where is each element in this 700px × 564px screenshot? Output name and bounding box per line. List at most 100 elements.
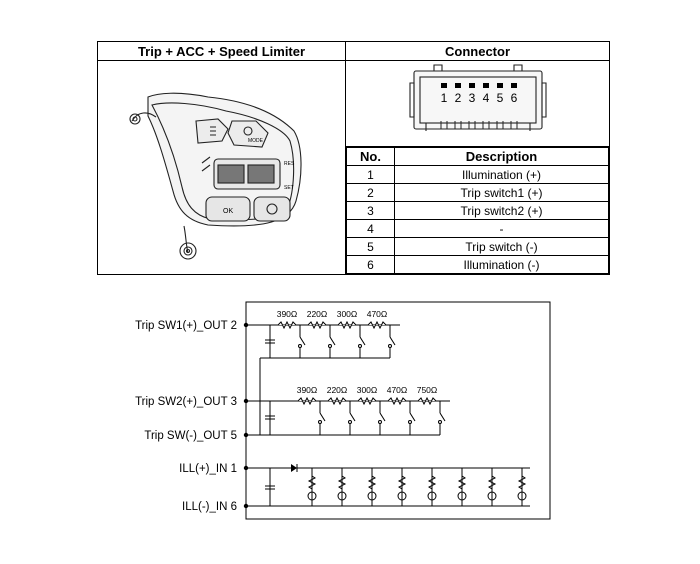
connector-pin-number: 1: [441, 91, 448, 105]
switch: [409, 412, 416, 422]
terminal-label: ILL(-)_IN 6: [182, 501, 237, 513]
switch: [319, 412, 326, 422]
switch-header: Trip + ACC + Speed Limiter: [97, 41, 346, 61]
col-no-header: No.: [346, 147, 395, 166]
connector-pin-marker: [455, 83, 461, 88]
switch: [299, 336, 306, 346]
connector-pin-marker: [511, 83, 517, 88]
connector-table: Trip + ACC + Speed Limiter Connector: [97, 41, 610, 275]
resistor: [337, 320, 357, 330]
led-resistor: [457, 475, 467, 490]
steering-switch-cell: MODE RES SET OK: [97, 60, 346, 275]
resistor: [417, 396, 437, 406]
terminal-dot: [243, 322, 249, 328]
connector-pin-number: 6: [511, 91, 518, 105]
switch: [379, 412, 386, 422]
resistor-value: 220Ω: [307, 309, 328, 319]
connector-pin-marker: [441, 83, 447, 88]
led-resistor: [397, 475, 407, 490]
led-resistor: [307, 475, 317, 490]
resistor-value: 300Ω: [337, 309, 358, 319]
led: [367, 491, 377, 501]
connector-pin-marker: [469, 83, 475, 88]
resistor-value: 470Ω: [387, 385, 408, 395]
pin-no: 4: [346, 219, 395, 238]
pin-no: 3: [346, 201, 395, 220]
led-resistor: [517, 475, 527, 490]
steering-switch-illustration: MODE RES SET OK: [129, 92, 302, 260]
pin-desc: Illumination (-): [394, 255, 609, 274]
resistor: [307, 320, 327, 330]
connector-pin-marker: [483, 83, 489, 88]
pin-no: 1: [346, 165, 395, 184]
led-resistor: [427, 475, 437, 490]
connector-pin-marker: [497, 83, 503, 88]
terminal-label: Trip SW2(+)_OUT 3: [135, 396, 237, 408]
switch: [349, 412, 356, 422]
pin-desc: Trip switch1 (+): [394, 183, 609, 202]
led: [457, 491, 467, 501]
circuit-frame: [245, 301, 551, 520]
switch: [359, 336, 366, 346]
connector-header: Connector: [345, 41, 610, 61]
resistor: [277, 320, 297, 330]
led-resistor: [367, 475, 377, 490]
resistor: [367, 320, 387, 330]
led-resistor: [337, 475, 347, 490]
set-label: SET: [284, 185, 294, 191]
col-desc-header: Description: [394, 147, 609, 166]
led: [487, 491, 497, 501]
connector-pin-number: 2: [455, 91, 462, 105]
resistor-value: 390Ω: [277, 309, 298, 319]
resistor-value: 470Ω: [367, 309, 388, 319]
resistor: [387, 396, 407, 406]
led: [517, 491, 527, 501]
terminal-label: Trip SW1(+)_OUT 2: [135, 320, 237, 332]
circuit-diagram: Trip SW1(+)_OUT 2 Trip SW2(+)_OUT 3 Trip S…: [135, 301, 551, 520]
res-label: RES: [284, 161, 295, 167]
pin-desc: Trip switch (-): [394, 237, 609, 256]
connector-pin-number: 5: [497, 91, 504, 105]
resistor: [357, 396, 377, 406]
terminal-dot: [243, 432, 249, 438]
resistor-value: 390Ω: [297, 385, 318, 395]
diode: [291, 464, 297, 472]
terminal-dot: [243, 503, 249, 509]
pin-desc: -: [394, 219, 609, 238]
pin-no: 2: [346, 183, 395, 202]
terminal-dot: [243, 465, 249, 471]
pin-no: 6: [346, 255, 395, 274]
pin-no: 5: [346, 237, 395, 256]
resistor: [327, 396, 347, 406]
mode-label: MODE: [248, 138, 264, 144]
connector-pin-number: 3: [469, 91, 476, 105]
pin-desc: Illumination (+): [394, 165, 609, 184]
pin-desc: Trip switch2 (+): [394, 201, 609, 220]
led: [337, 491, 347, 501]
led-resistor: [487, 475, 497, 490]
resistor: [297, 396, 317, 406]
switch: [329, 336, 336, 346]
led: [427, 491, 437, 501]
resistor-value: 300Ω: [357, 385, 378, 395]
resistor-value: 750Ω: [417, 385, 438, 395]
led: [307, 491, 317, 501]
connector-pin-number: 4: [483, 91, 490, 105]
terminal-dot: [243, 398, 249, 404]
switch: [389, 336, 396, 346]
switch: [439, 412, 446, 422]
table-row: 4-: [346, 219, 609, 238]
ok-label: OK: [223, 208, 233, 215]
resistor-value: 220Ω: [327, 385, 348, 395]
terminal-label: Trip SW(-)_OUT 5: [144, 430, 237, 442]
terminal-label: ILL(+)_IN 1: [179, 463, 237, 475]
